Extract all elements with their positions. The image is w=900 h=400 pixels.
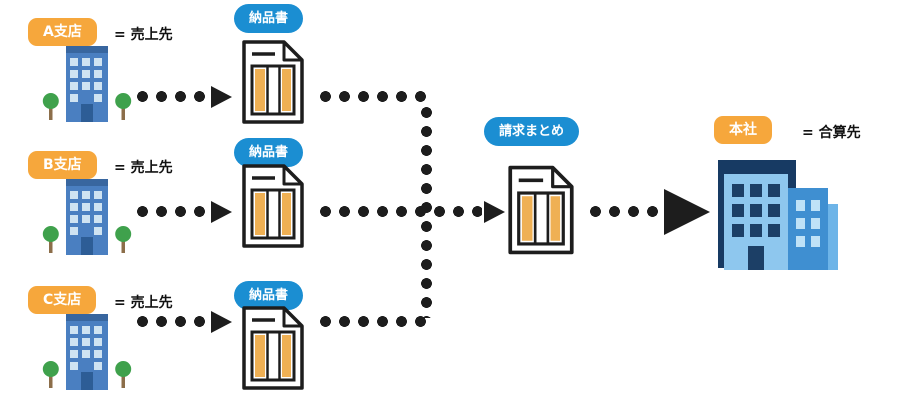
- arrowhead-icon: [484, 201, 505, 223]
- delivery-note-b-doc-icon: [240, 162, 306, 250]
- dotted-connector: [316, 316, 426, 327]
- dotted-connector: [133, 316, 209, 327]
- delivery-note-b-badge: 納品書: [234, 138, 304, 167]
- invoice-summary-badge: 請求まとめ: [484, 117, 580, 146]
- dotted-connector: [586, 206, 662, 217]
- dotted-connector: [316, 91, 426, 102]
- arrowhead-icon: [211, 311, 232, 333]
- arrowhead-icon: [211, 201, 232, 223]
- branch-c-sales-tag: = 売上先: [114, 295, 173, 311]
- arrowhead-icon: [211, 86, 232, 108]
- branch-a-sales-tag: = 売上先: [114, 27, 173, 43]
- headquarters-badge: 本社: [714, 116, 772, 144]
- branch-a-building-icon: [42, 42, 132, 126]
- delivery-note-a-doc-icon: [240, 38, 306, 126]
- branch-a-badge: A支店: [28, 18, 97, 46]
- dotted-connector: [133, 206, 209, 217]
- headquarters-building-icon: [712, 160, 842, 270]
- branch-b-badge: B支店: [28, 151, 97, 179]
- headquarters-aggregation-tag: = 合算先: [802, 125, 861, 141]
- delivery-note-a-badge: 納品書: [234, 4, 304, 33]
- invoice-summary-doc-icon: [506, 163, 576, 257]
- dotted-connector: [133, 91, 209, 102]
- dotted-merge-connector: [421, 103, 432, 318]
- delivery-note-c-badge: 納品書: [234, 281, 304, 310]
- large-arrowhead-icon: [664, 189, 710, 235]
- delivery-note-c-doc-icon: [240, 304, 306, 392]
- branch-c-badge: C支店: [28, 286, 97, 314]
- branch-b-building-icon: [42, 175, 132, 259]
- dotted-connector: [316, 206, 482, 217]
- branch-c-building-icon: [42, 310, 132, 394]
- branch-b-sales-tag: = 売上先: [114, 160, 173, 176]
